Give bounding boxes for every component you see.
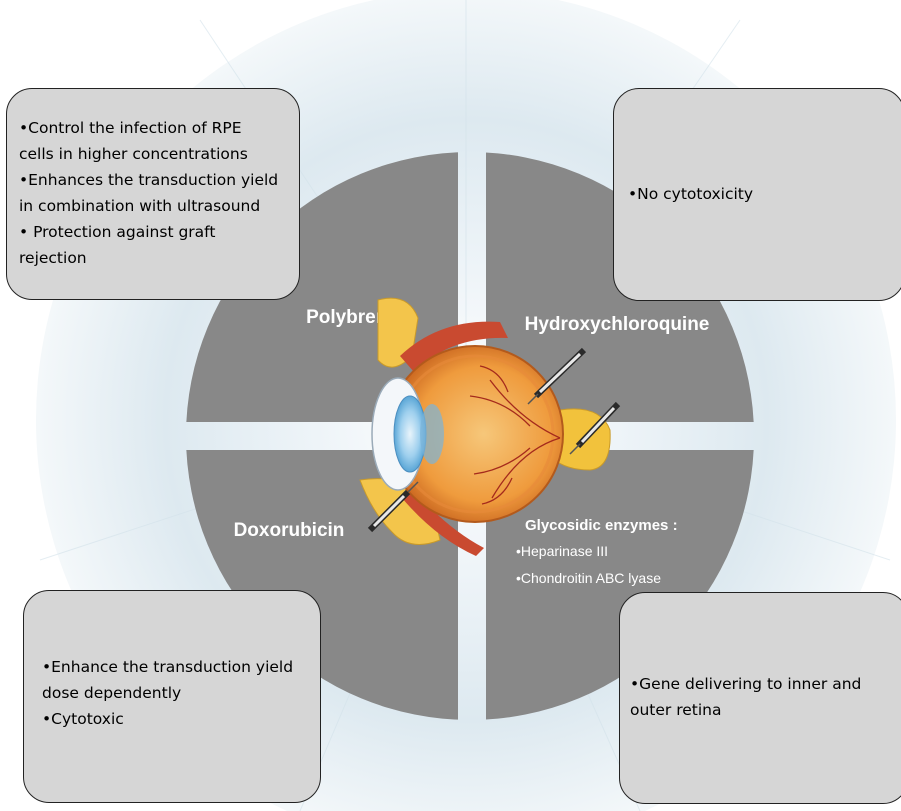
note-line: •Enhance the transduction yield [42,654,314,680]
note-line: •Cytotoxic [42,706,314,732]
note-line: in combination with ultrasound [19,193,289,219]
note-line: •No cytotoxicity [628,181,894,207]
note-line: •Enhances the transduction yield [19,167,289,193]
note-box-glycosidic-enzymes: •Gene delivering to inner and outer reti… [619,592,901,804]
enzyme-item-chondroitinase: •Chondroitin ABC lyase [516,570,661,586]
note-line: cells in higher concentrations [19,141,289,167]
note-line: •Control the infection of RPE [19,115,289,141]
note-line: outer retina [630,697,901,723]
note-box-polybrene: •Control the infection of RPE cells in h… [6,88,300,300]
enzyme-item-heparinase: •Heparinase III [516,543,608,559]
note-line: • Protection against graft [19,219,289,245]
note-line: dose dependently [42,680,314,706]
note-line: •Gene delivering to inner and [630,671,901,697]
quadrant-label-hydroxychloroquine: Hydroxychloroquine [525,314,710,335]
note-box-doxorubicin: •Enhance the transduction yield dose dep… [23,590,321,803]
quadrant-label-glycosidic-enzymes: Glycosidic enzymes : [525,517,678,534]
note-box-hydroxychloroquine: •No cytotoxicity [613,88,901,301]
note-line: rejection [19,245,289,271]
quadrant-label-doxorubicin: Doxorubicin [234,520,345,541]
